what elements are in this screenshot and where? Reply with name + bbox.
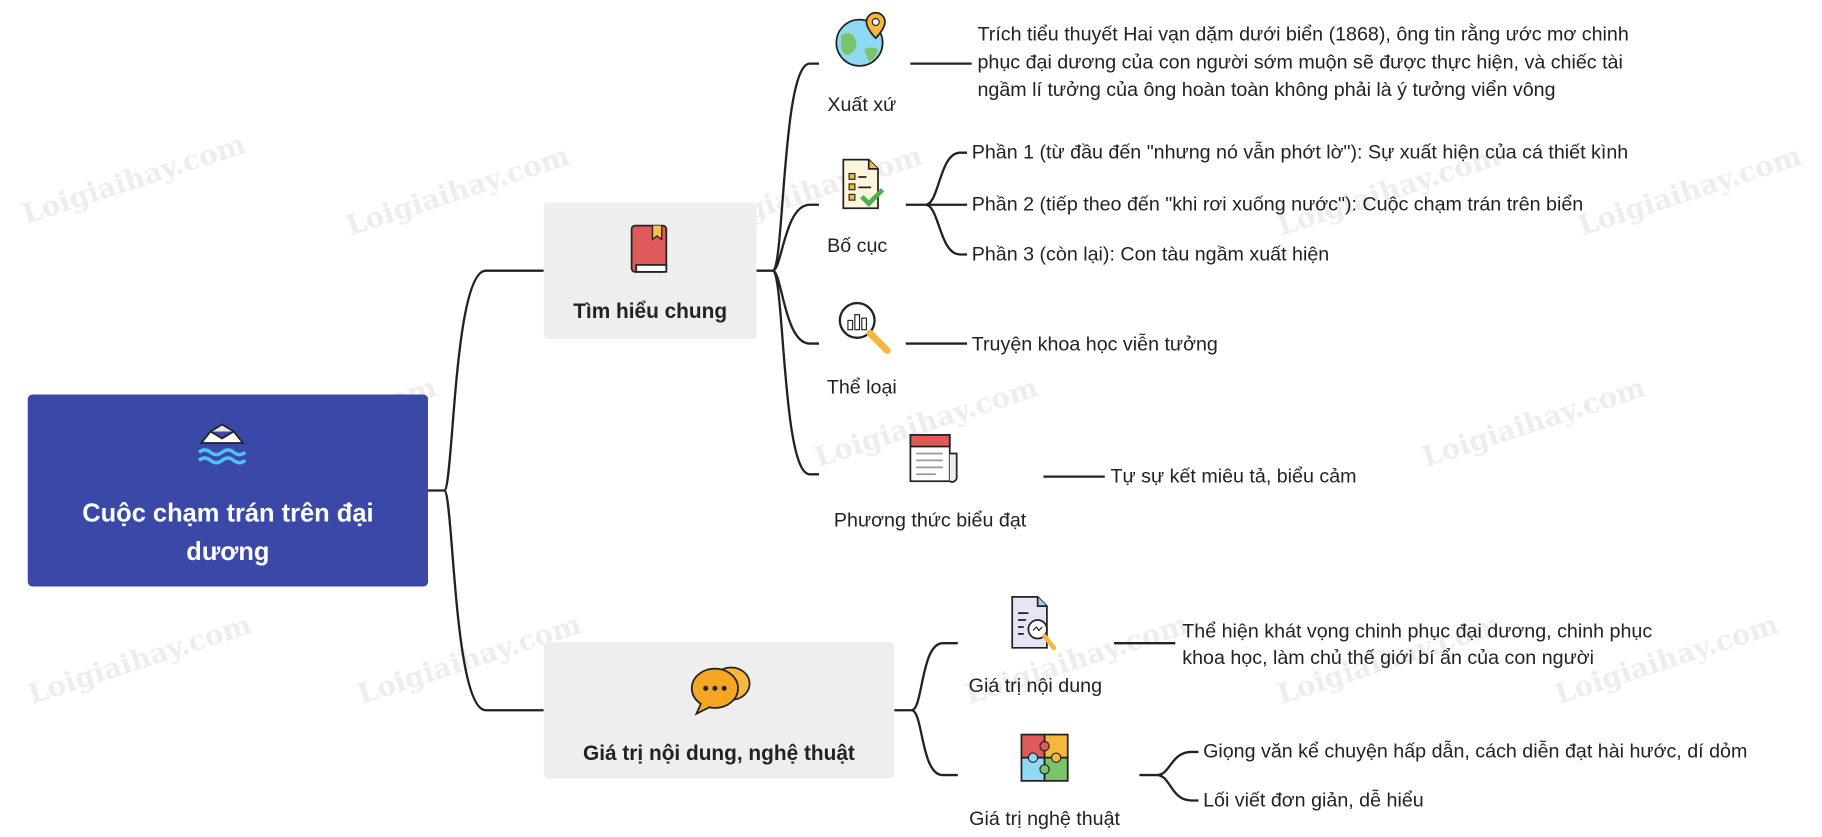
checklist-icon — [842, 158, 885, 210]
newspaper-icon — [909, 434, 958, 483]
detail-text: Thể hiện khát vọng chinh phục đại dương,… — [1182, 620, 1653, 643]
detail-text: Truyện khoa học viễn tưởng — [971, 333, 1218, 356]
item-label: Xuất xứ — [827, 93, 897, 116]
item-label: Thể loại — [826, 375, 897, 398]
detail-text: Tự sự kết miêu tả, biểu cảm — [1110, 465, 1357, 488]
branch-tim-hieu-chung[interactable]: Tìm hiểu chung — [543, 202, 757, 339]
branch-label: Giá trị nội dung, nghệ thuật — [583, 741, 855, 765]
bo-cuc-connector — [905, 151, 968, 256]
detail-text: Giọng văn kể chuyện hấp dẫn, cách diễn đ… — [1203, 740, 1748, 763]
detail-text: Trích tiểu thuyết Hai vạn dặm dưới biển … — [977, 23, 1629, 46]
chat-bubbles-icon — [690, 666, 751, 716]
book-icon — [630, 224, 668, 273]
detail-text: Phần 2 (tiếp theo đến "khi rơi xuống nướ… — [971, 193, 1584, 216]
chart-magnifier-icon — [838, 301, 891, 354]
detail-text: khoa học, làm chủ thế giới bí ẩn của con… — [1182, 646, 1594, 669]
item-label: Giá trị nghệ thuật — [969, 807, 1121, 830]
paper-boat-icon — [197, 423, 247, 465]
puzzle-icon — [1020, 733, 1069, 782]
root-node[interactable]: Cuộc chạm trán trên đại dương — [27, 394, 429, 587]
branch1-connector — [756, 62, 820, 476]
branch-label: Tìm hiểu chung — [573, 299, 728, 323]
item-label: Bố cục — [827, 234, 888, 257]
root-connector — [428, 269, 544, 712]
branch-gia-tri[interactable]: Giá trị nội dung, nghệ thuật — [543, 642, 895, 779]
item-label: Giá trị nội dung — [968, 674, 1103, 697]
document-analysis-icon — [1011, 596, 1057, 651]
branch2-connector — [894, 642, 958, 777]
detail-text: ngầm lí tưởng của ông hoàn toàn không ph… — [977, 78, 1556, 101]
detail-text: phục đại dương của con người sớm muộn sẽ… — [977, 50, 1623, 73]
root-title: Cuộc chạm trán trên đại dương — [82, 498, 374, 566]
globe-pin-icon — [835, 11, 886, 67]
nghe-thuat-connector — [1139, 750, 1199, 802]
item-label: Phương thức biểu đạt — [833, 508, 1027, 531]
detail-text: Lối viết đơn giản, dễ hiểu — [1203, 788, 1424, 811]
detail-text: Phần 3 (còn lại): Con tàu ngầm xuất hiện — [971, 242, 1330, 265]
detail-text: Phần 1 (từ đầu đến "nhưng nó vẫn phớt lờ… — [971, 141, 1629, 164]
